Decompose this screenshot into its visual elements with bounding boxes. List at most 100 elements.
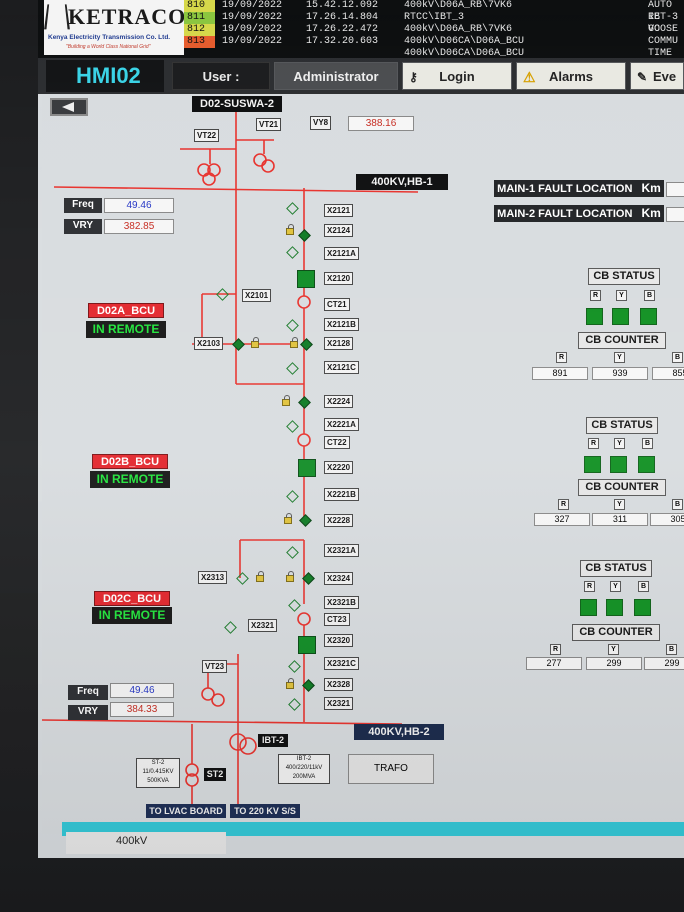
cb-status-r[interactable] <box>580 599 597 616</box>
cb-status-y[interactable] <box>612 308 629 325</box>
ibt2-label: IBT-2 <box>258 734 288 747</box>
bcu-b-mode[interactable]: IN REMOTE <box>90 471 170 488</box>
pylon-icon <box>44 4 70 30</box>
event-text: COMMU <box>648 36 679 47</box>
cb-status-y[interactable] <box>610 456 627 473</box>
device-x2221b[interactable]: X2221B <box>324 488 359 501</box>
user-label: User : <box>172 62 270 90</box>
device-x2128[interactable]: X2128 <box>324 337 354 350</box>
freq2-label: Freq <box>68 685 108 700</box>
circuit-breaker[interactable] <box>297 270 315 288</box>
cb-counter-y: 299 <box>586 657 642 670</box>
cb-counter-r: 277 <box>526 657 582 670</box>
phase-b: B <box>672 352 683 363</box>
st2-rating: ST-2 11/0.415KV 500KVA <box>136 758 180 788</box>
phase-y: Y <box>616 290 627 301</box>
warning-icon: ⚠ <box>523 69 536 85</box>
bcu-a-name: D02A_BCU <box>88 303 164 318</box>
220kv-link[interactable]: TO 220 KV S/S <box>230 804 300 818</box>
vry2-value: 384.33 <box>110 702 174 717</box>
event-row[interactable]: 811 19/09/2022 17.26.14.804 RTCC\IBT_3 I… <box>184 12 684 35</box>
back-button[interactable] <box>50 98 88 116</box>
device-x2101[interactable]: X2101 <box>242 289 272 302</box>
cb-status-b[interactable] <box>634 599 651 616</box>
vt21-label: VT21 <box>256 118 282 131</box>
event-time: 15.42.12.092 <box>306 0 379 11</box>
main1-value <box>666 182 684 197</box>
lock-icon <box>284 513 292 524</box>
event-id: 810 <box>184 0 215 12</box>
lvac-board-link[interactable]: TO LVAC BOARD <box>146 804 226 818</box>
vry2-label: VRY <box>68 705 108 720</box>
device-x2311[interactable]: X2321 <box>248 619 278 632</box>
device-x2224[interactable]: X2224 <box>324 395 354 408</box>
device-x2220[interactable]: X2220 <box>324 461 354 474</box>
events-button[interactable]: ✎ Eve <box>630 62 684 90</box>
hmi-screen: KETRACO Kenya Electricity Transmission C… <box>38 0 684 858</box>
trafo-button[interactable]: TRAFO <box>348 754 434 784</box>
device-x2121[interactable]: X2121 <box>324 204 354 217</box>
device-x2321c[interactable]: X2321C <box>324 657 359 670</box>
cb-counter-y: 311 <box>592 513 648 526</box>
freq2-value: 49.46 <box>110 683 174 698</box>
device-ct22[interactable]: CT22 <box>324 436 350 449</box>
bcu-c-mode[interactable]: IN REMOTE <box>92 607 172 624</box>
event-message: 400kV\D06A_RB\7VK6 <box>404 24 513 35</box>
cb-counter-r: 327 <box>534 513 590 526</box>
event-id: 811 <box>184 12 215 24</box>
voltage-tab[interactable]: 400kV <box>66 832 226 854</box>
bcu-a-mode[interactable]: IN REMOTE <box>86 321 166 338</box>
device-x2120[interactable]: X2120 <box>324 272 354 285</box>
single-line-diagram: D02-SUSWA-2 VT22 VT21 VY8 388.16 400KV,H… <box>42 94 684 834</box>
event-id: 813 <box>184 36 215 48</box>
cb-status-r[interactable] <box>584 456 601 473</box>
alarms-button[interactable]: ⚠ Alarms <box>516 62 626 90</box>
event-row[interactable]: 813 19/09/2022 17.32.20.603 400kV\D06CA\… <box>184 36 684 48</box>
st2-rating-line3: 500KVA <box>147 778 169 784</box>
device-x2321a[interactable]: X2321A <box>324 544 359 557</box>
phase-r: R <box>550 644 561 655</box>
device-x2328[interactable]: X2328 <box>324 678 354 691</box>
event-text: AUTO RE <box>648 0 673 23</box>
device-x2103[interactable]: X2103 <box>194 337 224 350</box>
cb-status-y[interactable] <box>606 599 623 616</box>
phase-y: Y <box>614 438 625 449</box>
event-row[interactable]: 812 19/09/2022 17.26.22.472 400kV\D06A_R… <box>184 24 684 36</box>
device-x2321b[interactable]: X2321B <box>324 596 359 609</box>
screen-name: HMI02 <box>46 60 164 92</box>
device-x2320[interactable]: X2320 <box>324 634 354 647</box>
cb-counter-title: CB COUNTER <box>572 624 660 641</box>
cb-counter-r: 891 <box>532 367 588 380</box>
cb-status-b[interactable] <box>638 456 655 473</box>
cb-counter-b: 855 <box>652 367 684 380</box>
vry1-label: VRY <box>64 219 102 234</box>
st2-label: ST2 <box>204 768 226 781</box>
device-x2324[interactable]: X2324 <box>324 572 354 585</box>
device-x2121b[interactable]: X2121B <box>324 318 359 331</box>
st2-rating-line2: 11/0.415KV <box>142 769 174 775</box>
vy8-value: 388.16 <box>348 116 414 131</box>
login-button[interactable]: ⚷ Login <box>402 62 512 90</box>
device-x2313[interactable]: X2313 <box>198 571 228 584</box>
device-x2321[interactable]: X2321 <box>324 697 354 710</box>
circuit-breaker[interactable] <box>298 459 316 477</box>
circuit-breaker[interactable] <box>298 636 316 654</box>
device-x2228[interactable]: X2228 <box>324 514 354 527</box>
user-name: Administrator <box>274 62 398 90</box>
phase-b: B <box>638 581 649 592</box>
device-ct23[interactable]: CT23 <box>324 613 350 626</box>
device-x2121c[interactable]: X2121C <box>324 361 359 374</box>
device-x2121a[interactable]: X2121A <box>324 247 359 260</box>
logo-subtitle: Kenya Electricity Transmission Co. Ltd. <box>48 34 171 41</box>
lock-icon <box>256 571 264 582</box>
device-x2221a[interactable]: X2221A <box>324 418 359 431</box>
device-ct21[interactable]: CT21 <box>324 298 350 311</box>
event-row[interactable]: 810 19/09/2022 15.42.12.092 400kV\D06A_R… <box>184 0 684 23</box>
cb-status-b[interactable] <box>640 308 657 325</box>
cb-status-r[interactable] <box>586 308 603 325</box>
device-x2124[interactable]: X2124 <box>324 224 354 237</box>
lock-icon <box>251 337 259 348</box>
alarms-label: Alarms <box>548 69 594 84</box>
vry1-value: 382.85 <box>104 219 174 234</box>
event-text: GOOSE <box>648 24 679 35</box>
